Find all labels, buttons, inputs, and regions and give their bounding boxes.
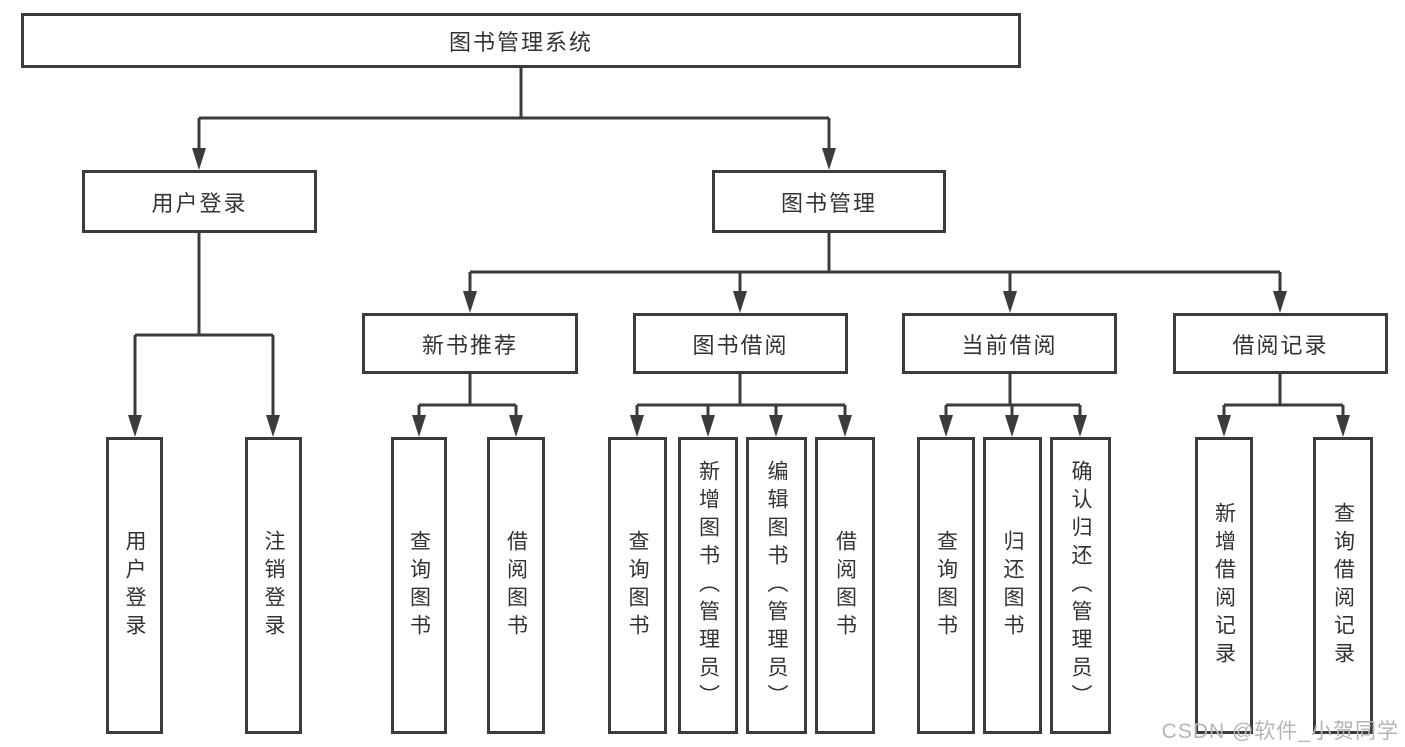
leaf-logout: 注销登录 <box>245 437 302 734</box>
leaf-borrow-books: 借阅图书 <box>815 437 875 734</box>
leaf-add-book-admin: 新增图书（管理员） <box>678 437 738 734</box>
node-user-login: 用户登录 <box>82 170 317 233</box>
connector-user-login-to-leaves <box>128 233 280 437</box>
leaf-borrow-books-recommend: 借阅图书 <box>487 437 545 734</box>
leaf-add-borrow-record: 新增借阅记录 <box>1195 437 1253 734</box>
arrow-down-icon <box>128 415 142 437</box>
watermark: CSDN @软件_小贺同学 <box>1161 720 1399 743</box>
arrow-down-icon <box>838 415 852 437</box>
arrow-down-icon <box>1003 291 1017 313</box>
connector-root-to-level2 <box>192 68 836 170</box>
node-borrow-records: 借阅记录 <box>1173 313 1388 374</box>
leaf-query-books-recommend: 查询图书 <box>391 437 447 734</box>
node-new-book-recommend: 新书推荐 <box>362 313 578 374</box>
arrow-down-icon <box>1336 415 1350 437</box>
arrow-down-icon <box>1073 415 1087 437</box>
leaf-query-borrow-record: 查询借阅记录 <box>1313 437 1373 734</box>
node-book-management: 图书管理 <box>712 170 946 233</box>
leaf-query-books-current: 查询图书 <box>917 437 975 734</box>
node-current-borrow: 当前借阅 <box>902 313 1117 374</box>
arrow-down-icon <box>463 291 477 313</box>
arrow-down-icon <box>733 291 747 313</box>
leaf-return-book: 归还图书 <box>983 437 1042 734</box>
connector-current-borrow-to-leaves <box>939 374 1087 437</box>
arrow-down-icon <box>1005 415 1019 437</box>
connector-book-management-to-level3 <box>463 233 1287 313</box>
arrow-down-icon <box>630 415 644 437</box>
arrow-down-icon <box>509 415 523 437</box>
leaf-confirm-return-admin: 确认归还（管理员） <box>1050 437 1111 734</box>
arrow-down-icon <box>769 415 783 437</box>
arrow-down-icon <box>1217 415 1231 437</box>
node-root: 图书管理系统 <box>21 13 1021 68</box>
arrow-down-icon <box>822 148 836 170</box>
leaf-query-books-borrow: 查询图书 <box>608 437 667 734</box>
arrow-down-icon <box>939 415 953 437</box>
node-book-borrow: 图书借阅 <box>633 313 848 374</box>
leaf-edit-book-admin: 编辑图书（管理员） <box>746 437 807 734</box>
leaf-user-login: 用户登录 <box>106 437 163 734</box>
arrow-down-icon <box>1273 291 1287 313</box>
arrow-down-icon <box>266 415 280 437</box>
arrow-down-icon <box>192 148 206 170</box>
connector-borrow-records-to-leaves <box>1217 374 1350 437</box>
arrow-down-icon <box>701 415 715 437</box>
arrow-down-icon <box>412 415 426 437</box>
connector-new-book-to-leaves <box>412 374 523 437</box>
connector-book-borrow-to-leaves <box>630 374 852 437</box>
